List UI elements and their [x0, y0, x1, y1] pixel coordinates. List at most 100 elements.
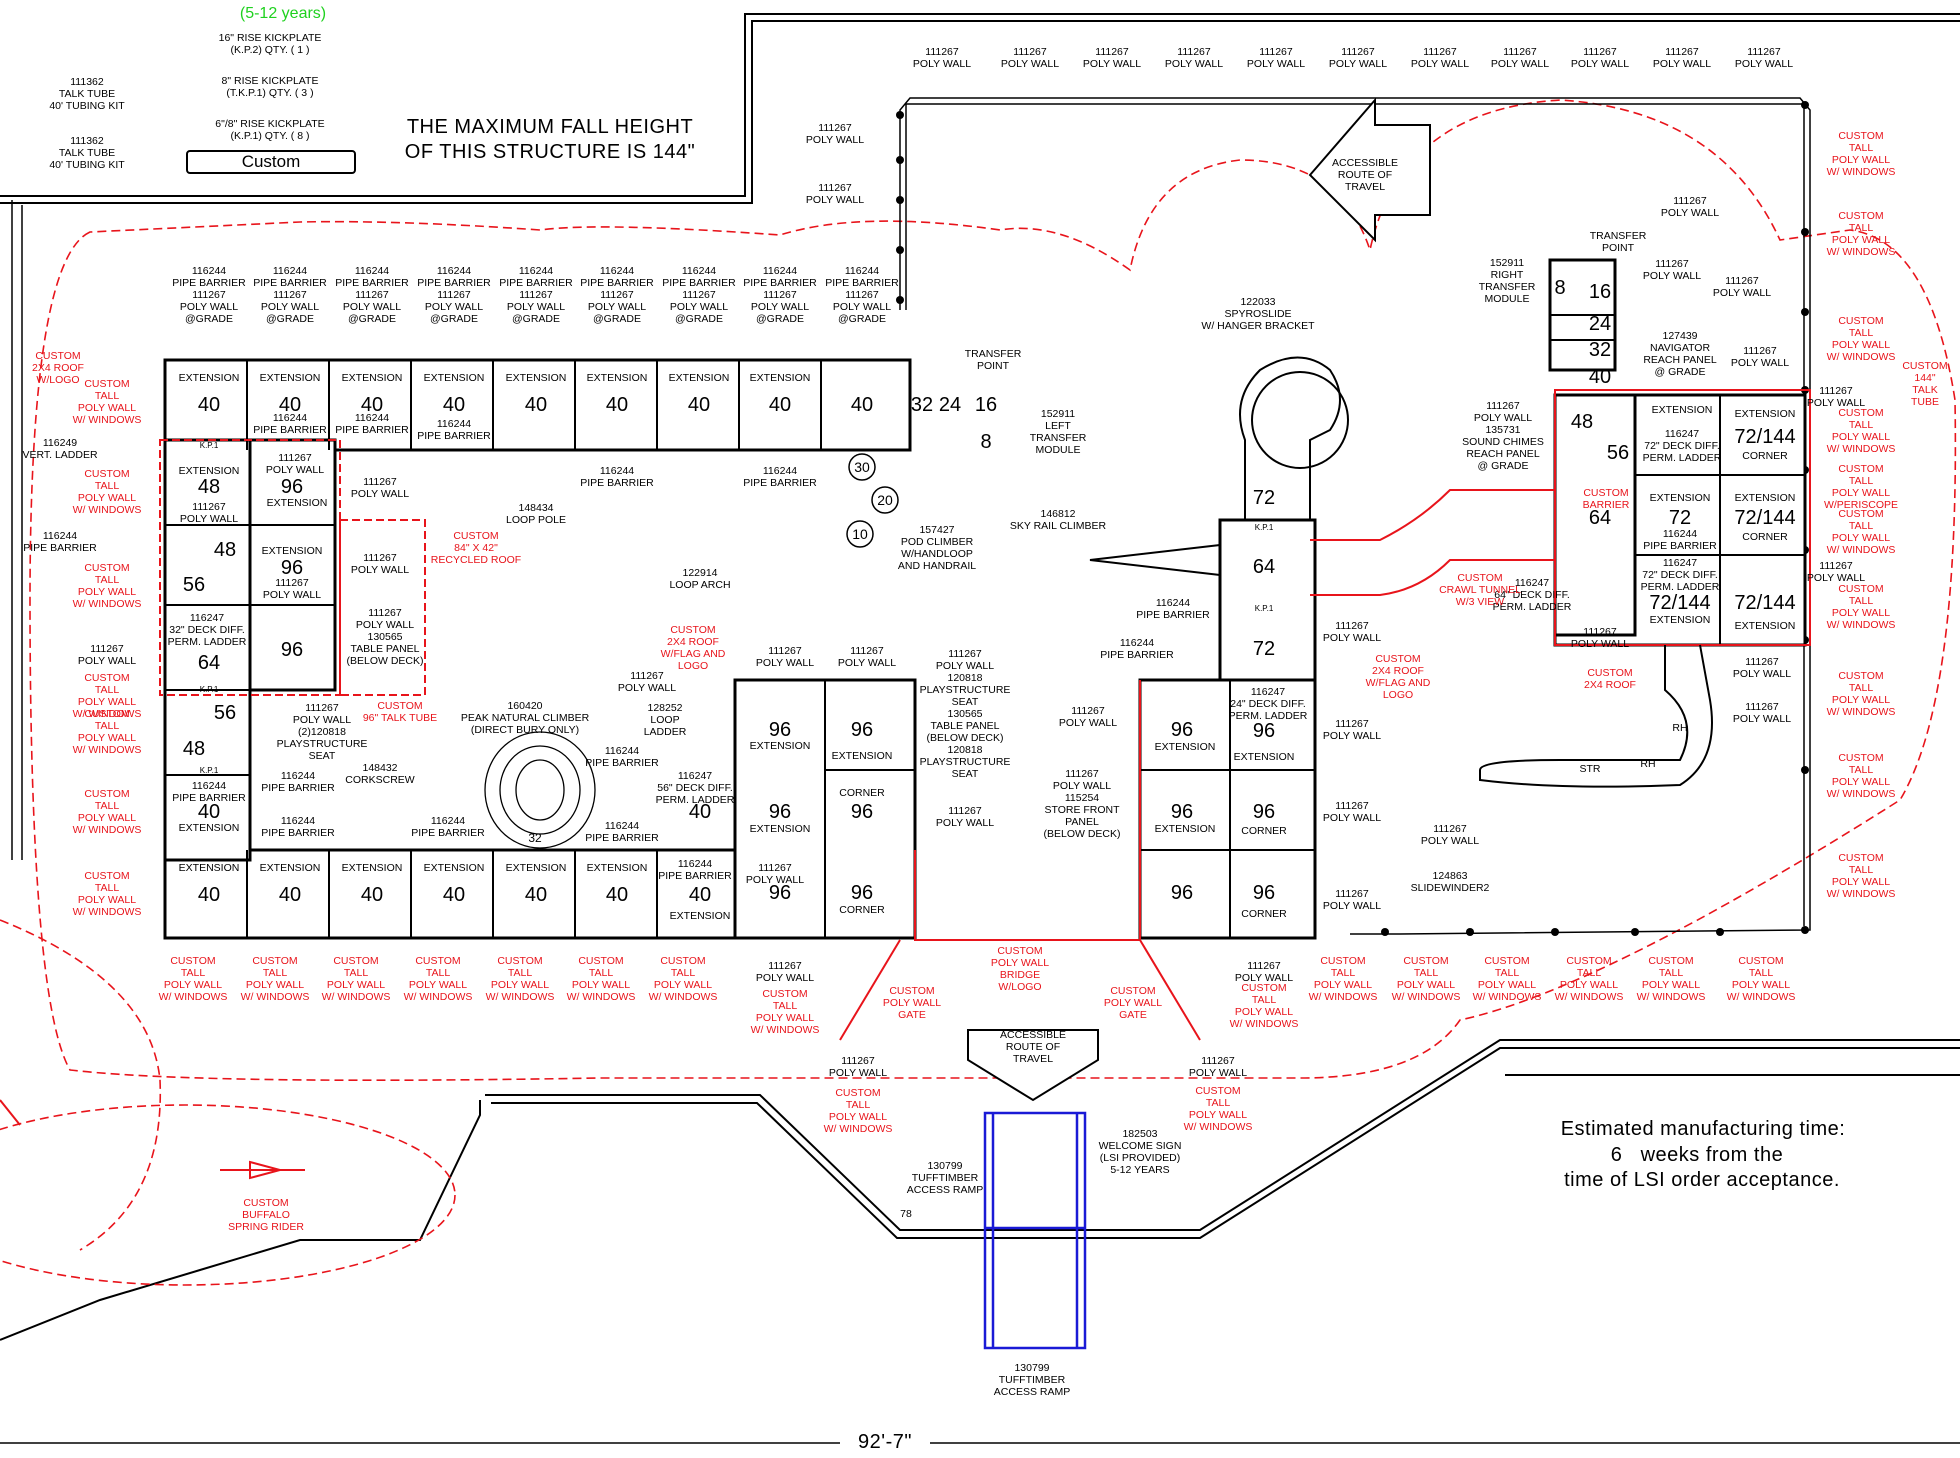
deck-height: 96: [280, 557, 304, 579]
custom-tall-poly-label: CUSTOM TALL POLY WALL W/ WINDOWS: [1826, 852, 1896, 900]
deck-height: 32: [910, 394, 934, 416]
transfer-point-label: TRANSFER POINT: [964, 348, 1022, 372]
custom-tall-poly-label: CUSTOM TALL POLY WALL W/ WINDOWS: [1826, 508, 1896, 556]
poly-wall-label: 111267 POLY WALL: [1000, 46, 1060, 70]
deck-height: 72/144: [1734, 426, 1796, 448]
deck-height: 72/144: [1734, 592, 1796, 614]
fall-height-line2: OF THIS STRUCTURE IS 144": [404, 141, 696, 163]
age-group-label: (5-12 years): [239, 5, 327, 22]
spyroslide-label: 122033 SPYROSLIDE W/ HANGER BRACKET: [1201, 296, 1315, 332]
poly-wall-label: 111267 POLY WALL: [1642, 258, 1702, 282]
deck-height: 64: [197, 652, 221, 674]
poly-wall-label: 111267 POLY WALL: [837, 645, 897, 669]
deck-ladder-72-label: 116247 72" DECK DIFF. PERM. LADDER: [1640, 557, 1720, 593]
extension-label: EXTENSION: [178, 465, 240, 477]
poly-wall-label: 111267 POLY WALL: [1660, 195, 1720, 219]
deck-height: 24: [1588, 313, 1612, 335]
talk-tube-label-1: 111362 TALK TUBE 40' TUBING KIT: [49, 76, 125, 112]
deck-height: 48: [1570, 411, 1594, 433]
extension-label: EXTENSION: [1651, 404, 1713, 416]
custom-tall-poly-label: CUSTOM TALL POLY WALL W/ WINDOWS: [1229, 982, 1299, 1030]
corkscrew-label: 148432 CORKSCREW: [345, 762, 415, 786]
deck-height: 48: [197, 476, 221, 498]
custom-roof-flag-logo-label: CUSTOM 2X4 ROOF W/FLAG AND LOGO: [1365, 653, 1431, 701]
extension-label: EXTENSION: [586, 862, 648, 874]
poly-wall-label: 111267 POLY WALL: [77, 643, 137, 667]
kickplate-kp1-label: 6"/8" RISE KICKPLATE (K.P.1) QTY. ( 8 ): [215, 118, 325, 142]
deck-height: 96: [768, 882, 792, 904]
extension-label: EXTENSION: [178, 372, 240, 384]
poly-wall-label: 111267 POLY WALL: [179, 501, 239, 525]
extension-label: EXTENSION: [266, 497, 328, 509]
deck-height: 72: [1668, 507, 1692, 529]
custom-roof-flag-logo-label: CUSTOM 2X4 ROOF W/FLAG AND LOGO: [660, 624, 726, 672]
custom-tall-poly-label: CUSTOM TALL POLY WALL W/ WINDOWS: [1826, 670, 1896, 718]
deck-height: 24: [938, 394, 962, 416]
custom-tall-poly-label: CUSTOM TALL POLY WALL W/ WINDOWS: [1308, 955, 1378, 1003]
corner-label: CORNER: [1742, 531, 1788, 543]
poly-wall-label: 111267 POLY WALL: [1322, 718, 1382, 742]
loop-ladder-label: 128252 LOOP LADDER: [643, 702, 687, 738]
extension-label: EXTENSION: [669, 910, 731, 922]
custom-roof-2x4-label: CUSTOM 2X4 ROOF: [1584, 667, 1636, 691]
poly-wall-label: 111267 POLY WALL: [1322, 620, 1382, 644]
deck-height: 64: [1252, 556, 1276, 578]
deck-height: 96: [768, 719, 792, 741]
custom-tall-poly-label: CUSTOM TALL POLY WALL W/ WINDOWS: [1826, 583, 1896, 631]
rh-label: RH: [1672, 722, 1688, 734]
custom-tall-poly-label: CUSTOM TALL POLY WALL W/ WINDOWS: [403, 955, 473, 1003]
poly-wall-label: 111267 POLY WALL: [1732, 701, 1792, 725]
manufacturing-note-line3: time of LSI order acceptance.: [1564, 1169, 1840, 1191]
manufacturing-note-line1: Estimated manufacturing time:: [1560, 1118, 1846, 1140]
deck-height: 40: [360, 394, 384, 416]
deck-height: 40: [688, 884, 712, 906]
kp1-label: K.P.1: [1254, 604, 1274, 613]
overall-dimension-label: 92'-7": [858, 1431, 912, 1453]
custom-box: Custom: [186, 150, 356, 174]
custom-talk-tube-96-label: CUSTOM 96" TALK TUBE: [362, 700, 438, 724]
deck-ladder-64-label: 116247 64" DECK DIFF. PERM. LADDER: [1492, 577, 1572, 613]
str-label: STR: [1579, 763, 1601, 775]
right-transfer-label: 152911 RIGHT TRANSFER MODULE: [1478, 257, 1536, 305]
pipe-barrier-label: 116244 PIPE BARRIER: [580, 465, 654, 489]
deck-height: 72: [1252, 487, 1276, 509]
deck-height: 48: [213, 539, 237, 561]
navigator-label: 127439 NAVIGATOR REACH PANEL @ GRADE: [1643, 330, 1717, 378]
deck-height: 96: [280, 476, 304, 498]
slides: [1089, 356, 1713, 788]
poly-wall-label: 111267 POLY WALL: [262, 577, 322, 601]
deck-height: 40: [197, 884, 221, 906]
store-front-label: 111267 POLY WALL 115254 STORE FRONT PANE…: [1043, 768, 1121, 840]
extension-label: EXTENSION: [586, 372, 648, 384]
poly-wall-label: 111267 POLY WALL: [1234, 960, 1294, 984]
custom-tall-poly-label: CUSTOM TALL POLY WALL W/ WINDOWS: [1391, 955, 1461, 1003]
poly-wall-label: 111267 POLY WALL: [1058, 705, 1118, 729]
poly-wall-label: 111267 POLY WALL: [755, 645, 815, 669]
tufftimber-label: 130799 TUFFTIMBER ACCESS RAMP: [906, 1160, 984, 1196]
custom-tall-poly-label: CUSTOM TALL POLY WALL W/ WINDOWS: [1472, 955, 1542, 1003]
deck-height: 40: [360, 884, 384, 906]
deck-height: 40: [524, 884, 548, 906]
custom-tall-poly-label: CUSTOM TALL POLY WALL W/ WINDOWS: [1826, 752, 1896, 800]
poly-wall-label: 111267 POLY WALL: [935, 805, 995, 829]
extension-label: EXTENSION: [1154, 741, 1216, 753]
poly-wall-label: 111267 POLY WALL: [1490, 46, 1550, 70]
custom-tall-poly-label: CUSTOM TALL POLY WALL W/ WINDOWS: [72, 468, 142, 516]
loop-arch-label: 122914 LOOP ARCH: [669, 567, 731, 591]
pod-height: 30: [854, 459, 870, 475]
deck-height: 8: [980, 431, 992, 453]
tufftimber-ramp: [983, 1111, 1087, 1350]
site-boundary: [0, 13, 1960, 1341]
deck-height: 40: [688, 801, 712, 823]
custom-tall-poly-label: CUSTOM TALL POLY WALL W/ WINDOWS: [1826, 315, 1896, 363]
extension-label: EXTENSION: [505, 862, 567, 874]
deck-height: 56: [213, 702, 237, 724]
deck-height: 96: [850, 801, 874, 823]
poly-wall-label: 111267 POLY WALL: [1322, 888, 1382, 912]
deck-ladder-32-label: 116247 32" DECK DIFF. PERM. LADDER: [167, 612, 247, 648]
custom-tall-poly-label: CUSTOM TALL POLY WALL W/ WINDOWS: [240, 955, 310, 1003]
poly-wall-label: 111267 POLY WALL: [1732, 656, 1792, 680]
poly-wall-label: 111267 POLY WALL: [745, 862, 805, 886]
deck-height: 40: [524, 394, 548, 416]
corner-label: CORNER: [1241, 825, 1287, 837]
